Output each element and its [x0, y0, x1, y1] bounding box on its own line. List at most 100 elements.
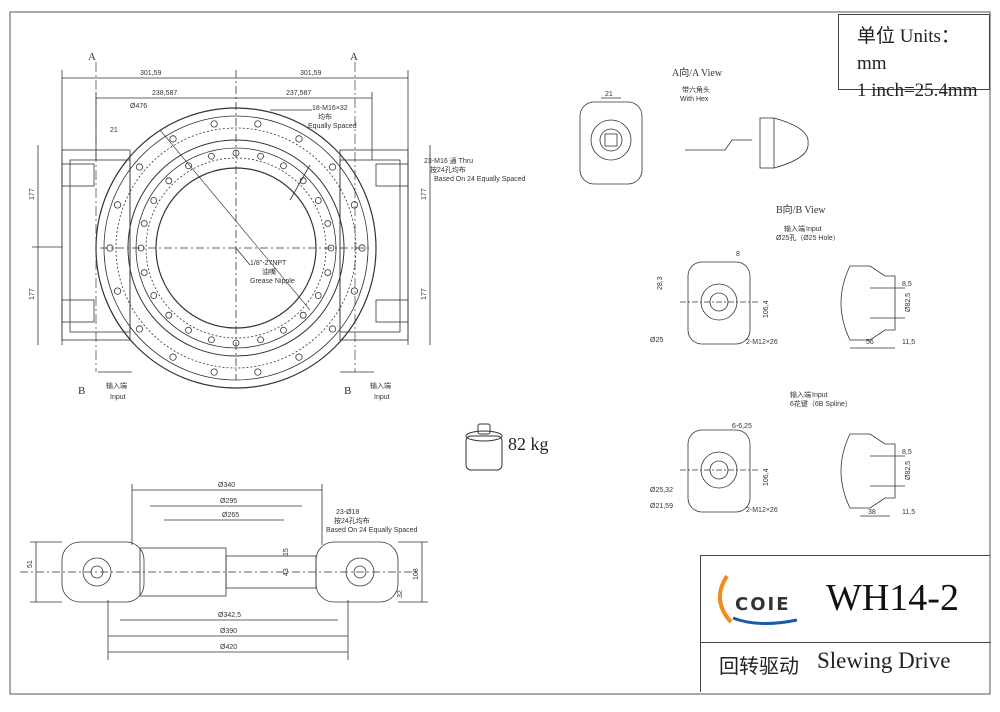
inner-bolt-hole — [185, 162, 192, 170]
product-name-cn: 回转驱动 — [719, 654, 799, 678]
outer-bolt-hole — [328, 163, 337, 171]
title-block: COIE WH14-2 回转驱动 Slewing Drive — [700, 555, 991, 692]
outer-bolt-hole — [169, 353, 177, 361]
outer-holes-spec: 18-M16×32 — [312, 105, 348, 112]
dim-d420: Ø420 — [220, 644, 237, 651]
a-view-d21: 21 — [605, 91, 613, 98]
b-view-title: B向/B View — [776, 203, 826, 216]
outer-bolt-hole — [350, 201, 359, 209]
b-view-input-cn: 输入端 — [784, 224, 805, 233]
b-view-d82-5: Ø82,5 — [905, 293, 912, 312]
sheet-frame — [9, 11, 991, 695]
side-holes-spec: 23-Ø18 — [336, 509, 359, 516]
outer-bolt-hole — [113, 287, 122, 295]
inner-bolt-hole — [314, 197, 322, 204]
inner-bolt-hole — [327, 244, 335, 252]
inner-bolt-hole — [299, 177, 307, 185]
inner-bolt-hole — [150, 197, 158, 204]
inner-holes-en: Based On 24 Equally Spaced — [434, 176, 526, 183]
outer-bolt-hole — [210, 368, 218, 376]
a-view-hex-cn: 带六角头 — [682, 85, 710, 94]
outer-holes-cn: 均布 — [318, 112, 332, 121]
inner-bolt-hole — [324, 269, 332, 276]
top-view — [32, 62, 431, 389]
inner-bolt-hole — [185, 326, 192, 334]
dim-177-lower-left: 177 — [29, 288, 36, 300]
dim-177-upper-left: 177 — [29, 188, 36, 200]
inner-bolt-hole — [165, 177, 173, 185]
b-view-bolts: 2-M12×26 — [746, 339, 778, 346]
outer-bolt-hole — [295, 135, 303, 143]
spline-view-spline: 6花键（6B Spline） — [790, 399, 852, 408]
inner-bolt-hole — [299, 311, 307, 319]
outer-bolt-hole — [135, 325, 144, 333]
spline-view-d11-5: 11,5 — [902, 509, 915, 516]
dim-h15: 15 — [283, 548, 290, 556]
b-view-d25: Ø25 — [650, 337, 663, 344]
inner-bolt-hole — [280, 162, 287, 170]
outer-bolt-hole — [358, 244, 366, 252]
a-view-title: A向/A View — [672, 66, 723, 79]
weight-label: 82 kg — [508, 434, 549, 454]
inner-bolt-hole — [257, 336, 264, 344]
b-view-d106-4: 106,4 — [763, 300, 770, 318]
inch-conversion-line: 1 inch=25.4mm — [857, 80, 978, 101]
spline-view-input-cn: 输入端 — [790, 390, 811, 399]
outer-bolt-hole — [135, 163, 144, 171]
b-view-d28-3: 28,3 — [657, 276, 664, 290]
side-holes-en: Based On 24 Equally Spaced — [326, 527, 418, 534]
a-view-text: A向/A View 21 带六角头 With Hex — [605, 66, 723, 103]
grease-nipple-en: Grease Nipple — [250, 278, 295, 285]
dim-d476: Ø476 — [130, 103, 147, 110]
inner-bolt-hole — [314, 292, 322, 299]
b-view — [680, 261, 905, 349]
dim-237-587: 237,587 — [286, 90, 311, 97]
spline-view-d8-5: 8,5 — [902, 449, 912, 456]
inner-bolt-hole — [280, 326, 287, 334]
b-view-key-8: 8 — [736, 251, 740, 258]
a-view-hex-en: With Hex — [680, 96, 709, 103]
coie-logo: COIE — [718, 574, 798, 626]
inner-bolt-hole — [140, 269, 148, 276]
spline-view-bolts: 2-M12×26 — [746, 507, 778, 514]
spline-view-input-en: Input — [812, 392, 828, 399]
b-view-text: B向/B View 输入端 Input Ø25孔（Ø25 Hole） 8 28,… — [650, 203, 915, 346]
section-b-right-label: B — [344, 385, 351, 397]
inner-bolt-hole — [140, 220, 148, 227]
dim-177-lower-right: 177 — [421, 288, 428, 300]
dim-177-upper-right: 177 — [421, 188, 428, 200]
side-view-dimension-text: Ø340 Ø295 Ø265 23-Ø18 按24孔均布 Based On 24… — [27, 482, 420, 651]
a-view — [579, 97, 809, 185]
dim-h108: 108 — [413, 568, 420, 580]
spline-view-d25-32: Ø25,32 — [650, 487, 673, 494]
outer-bolt-hole — [295, 353, 303, 361]
inner-holes-cn: 按24孔均布 — [430, 165, 466, 174]
input-en-left: Input — [110, 394, 126, 401]
dim-d390: Ø390 — [220, 628, 237, 635]
inner-bolt-hole — [324, 220, 332, 227]
dim-301-59-left: 301,59 — [140, 70, 162, 77]
weight-icon — [465, 423, 503, 471]
dim-d265: Ø265 — [222, 512, 239, 519]
side-view — [20, 484, 428, 660]
spline-view-text: 输入端 Input 6花键（6B Spline） 6-6,25 Ø25,32 Ø… — [650, 390, 915, 516]
outer-bolt-hole — [210, 120, 218, 128]
outer-holes-en: Equally Spaced — [308, 123, 357, 130]
dim-238-587: 238,587 — [152, 90, 177, 97]
side-holes-cn: 按24孔均布 — [334, 516, 370, 525]
section-a-right-label: A — [350, 51, 358, 63]
outer-bolt-hole — [328, 325, 337, 333]
spline-view-d82-5: Ø82,5 — [905, 461, 912, 480]
grease-nipple-cn: 油嘴 — [262, 267, 276, 276]
dim-h32: 32 — [397, 590, 404, 598]
grease-nipple-spec: 1/8"-27NPT — [250, 260, 287, 267]
outer-bolt-hole — [350, 287, 359, 295]
spline-view — [680, 429, 905, 517]
dim-h43: 43 — [283, 568, 290, 576]
b-view-d56: 56 — [866, 339, 874, 346]
title-block-divider — [701, 642, 991, 643]
b-view-d11-5: 11,5 — [902, 339, 915, 346]
inner-bolt-hole — [208, 152, 215, 160]
inner-bolt-hole — [257, 152, 264, 160]
inner-bolt-hole — [150, 292, 158, 299]
